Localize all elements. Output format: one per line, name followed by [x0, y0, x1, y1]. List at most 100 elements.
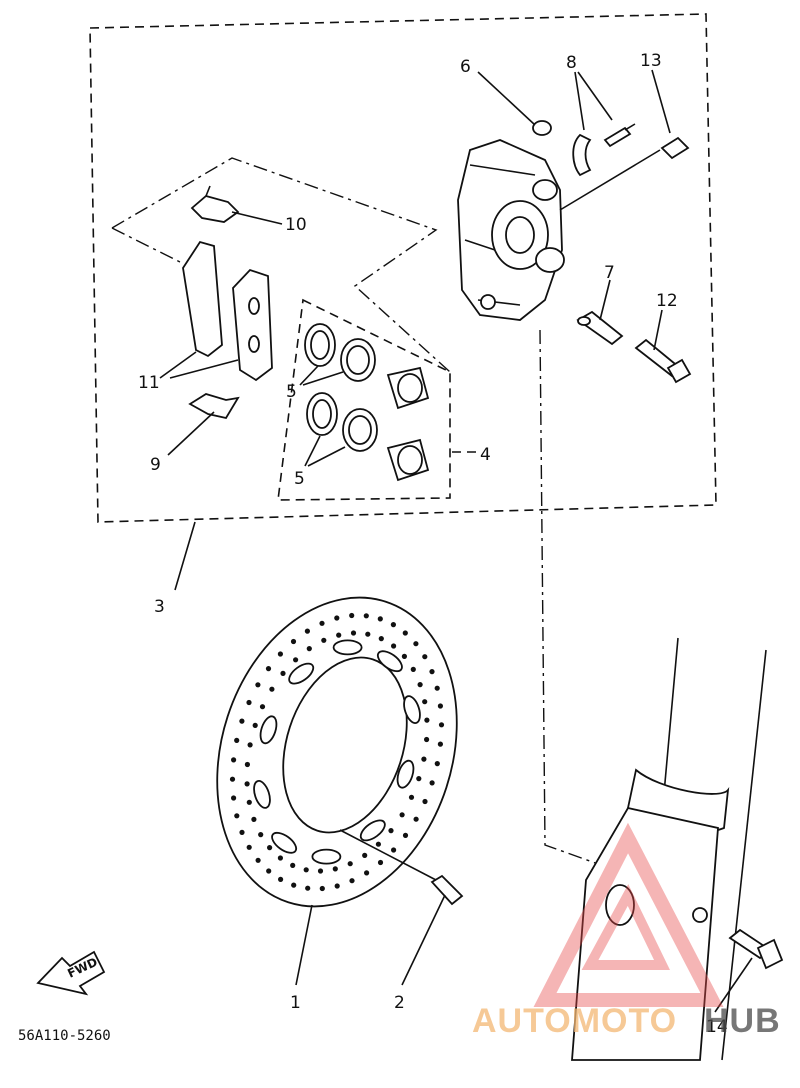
- disc-vent-hole: [402, 630, 408, 636]
- disc-vent-hole: [244, 761, 250, 768]
- disc-vent-hole: [293, 657, 299, 663]
- disc-vent-hole: [269, 686, 275, 692]
- disc-vent-hole: [408, 794, 415, 800]
- bolt-2: [430, 874, 464, 906]
- watermark-text-automoto: AUTOMOTO: [472, 1002, 677, 1040]
- disc-vent-hole: [255, 857, 261, 863]
- disc-vent-hole: [424, 717, 430, 723]
- disc-vent-hole: [437, 741, 443, 747]
- disc-vent-hole: [305, 885, 311, 891]
- disc-vent-hole: [336, 632, 342, 638]
- disc-vent-hole: [416, 776, 422, 782]
- disc-vent-hole: [246, 844, 252, 850]
- pistons: [386, 366, 430, 482]
- disc-vent-hole: [434, 761, 440, 767]
- disc-vent-hole: [413, 816, 419, 822]
- disc-vent-hole: [251, 816, 257, 823]
- disc-vent-hole: [258, 832, 264, 838]
- disc-vent-hole: [347, 861, 353, 867]
- drawing-code: 56A110-5260: [18, 1028, 111, 1044]
- callout-7: 7: [604, 263, 615, 283]
- piston-seals: [304, 323, 378, 452]
- bleeder-clip: [572, 123, 636, 177]
- watermark-triangle-icon: [533, 822, 724, 1007]
- disc-carrier-slot: [332, 639, 363, 656]
- callout-6: 6: [460, 57, 471, 77]
- callout-13: 13: [640, 51, 662, 71]
- disc-vent-hole: [265, 666, 272, 672]
- brake-disc: [216, 596, 458, 908]
- callout-5b: 5: [294, 469, 305, 489]
- disc-vent-hole: [306, 646, 312, 652]
- callout-5a: 5: [286, 382, 297, 402]
- disc-vent-hole: [378, 636, 384, 642]
- disc-vent-hole: [365, 631, 371, 637]
- disc-carrier-slot: [271, 831, 298, 854]
- disc-vent-hole: [375, 841, 381, 847]
- disc-vent-hole: [231, 757, 237, 763]
- disc-vent-hole: [424, 736, 430, 743]
- disc-vent-hole: [401, 653, 407, 660]
- disc-vent-hole: [290, 862, 296, 869]
- callout-11: 11: [138, 373, 160, 393]
- disc-vent-hole: [422, 654, 428, 660]
- disc-vent-hole: [246, 799, 252, 805]
- disc-vent-hole: [429, 780, 435, 786]
- bolt-12: [634, 338, 692, 384]
- disc-vent-hole: [277, 651, 283, 657]
- disc-vent-hole: [234, 813, 240, 819]
- disc-vent-hole: [247, 742, 253, 748]
- brake-pads: [182, 240, 273, 382]
- disc-carrier-slot: [288, 662, 315, 685]
- disc-vent-hole: [231, 795, 237, 801]
- cap-13: [660, 136, 690, 160]
- disc-vent-hole: [290, 638, 297, 645]
- disc-carrier-slot: [253, 780, 271, 809]
- callout-2: 2: [394, 993, 405, 1013]
- disc-vent-hole: [319, 885, 325, 892]
- disc-vent-hole: [391, 643, 397, 649]
- disc-vent-hole: [349, 612, 355, 619]
- caliper-assembly-box: [89, 13, 717, 523]
- pad-group-outline: [111, 157, 451, 373]
- disc-vent-hole: [280, 670, 286, 677]
- disc-vent-hole: [438, 722, 445, 728]
- disc-vent-hole: [422, 798, 428, 805]
- callout-8: 8: [566, 53, 577, 73]
- disc-vent-hole: [413, 641, 419, 647]
- disc-vent-hole: [266, 868, 272, 874]
- disc-vent-hole: [259, 704, 266, 710]
- disc-vent-hole: [417, 682, 423, 688]
- disc-vent-hole: [319, 620, 325, 626]
- disc-carrier-slot: [311, 848, 342, 865]
- disc-vent-hole: [377, 859, 384, 866]
- disc-carrier-slot: [403, 695, 421, 724]
- disc-vent-hole: [303, 867, 309, 873]
- disc-vent-hole: [402, 832, 409, 839]
- disc-carrier-slot: [396, 759, 415, 789]
- disc-vent-hole: [334, 615, 340, 621]
- disc-vent-hole: [350, 630, 357, 636]
- callout-4: 4: [480, 445, 491, 465]
- callout-3: 3: [154, 597, 165, 617]
- disc-carrier-slot: [359, 819, 386, 842]
- disc-vent-hole: [255, 682, 261, 688]
- disc-vent-hole: [391, 847, 397, 853]
- disc-vent-hole: [277, 855, 283, 861]
- front-fork-leg: [571, 637, 767, 1061]
- fwd-arrow-badge: FWD: [36, 950, 106, 996]
- disc-vent-hole: [229, 776, 236, 782]
- disc-vent-hole: [252, 722, 258, 729]
- disc-vent-hole: [377, 616, 383, 622]
- disc-carrier-slot: [259, 715, 278, 745]
- disc-vent-hole: [278, 876, 284, 883]
- disc-vent-hole: [410, 666, 416, 673]
- pad-spring: [190, 185, 240, 223]
- disc-vent-hole: [421, 756, 427, 762]
- disc-vent-hole: [239, 829, 245, 836]
- callout-14: 14: [706, 1017, 728, 1037]
- callout-10: 10: [285, 215, 307, 235]
- disc-vent-hole: [437, 703, 443, 709]
- leader-lines: [159, 69, 753, 1013]
